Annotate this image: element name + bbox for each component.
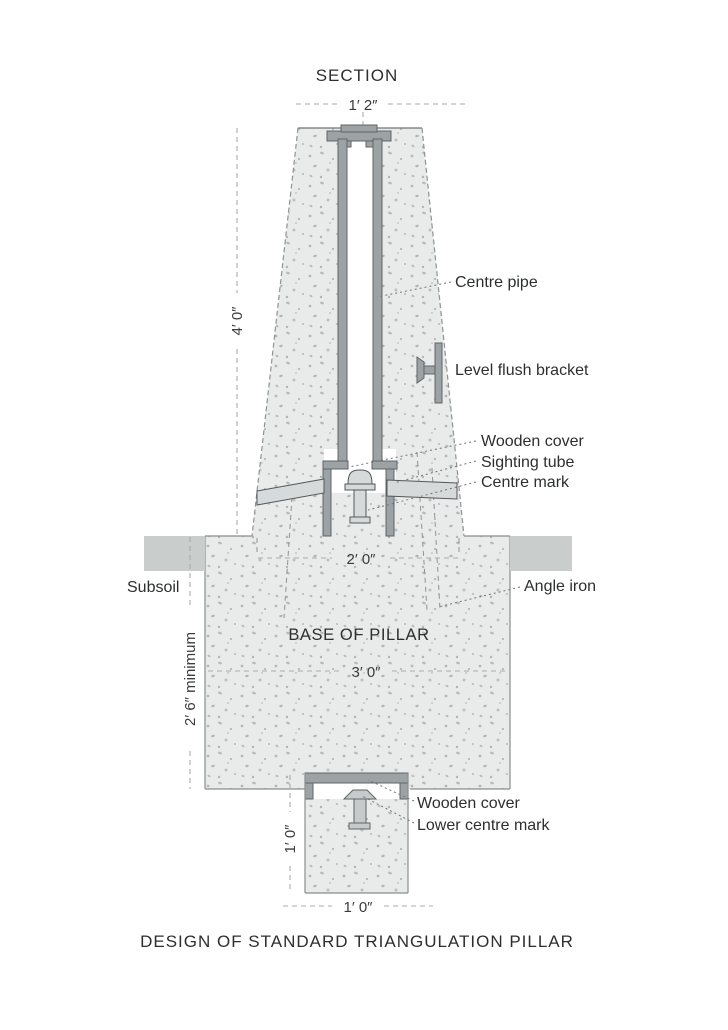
subsoil-label: Subsoil bbox=[127, 579, 179, 596]
dim-foundation-width-text: 3′ 0″ bbox=[352, 664, 382, 681]
lower-wooden-cover-top bbox=[304, 772, 409, 784]
sighting-tube-right bbox=[386, 479, 458, 500]
subsoil-block-left bbox=[144, 536, 205, 571]
lower-centre-mark-label: Lower centre mark bbox=[417, 817, 550, 834]
dim-lower-block-width: 1′ 0″ bbox=[283, 899, 433, 916]
dim-pillar-base-width: 2′ 0″ bbox=[258, 551, 460, 568]
section-title: SECTION bbox=[316, 66, 399, 85]
angle-iron-hidden-lines bbox=[256, 451, 460, 619]
support-bar-left bbox=[322, 468, 332, 537]
centre-mark-leader bbox=[367, 481, 477, 511]
centre-pipe-left-wall bbox=[337, 138, 348, 463]
pipe-interior bbox=[347, 128, 373, 462]
sighting-tube-leader bbox=[393, 460, 477, 484]
dim-lower-block-width-text: 1′ 0″ bbox=[344, 899, 374, 916]
dim-pillar-height-text: 4′ 0″ bbox=[229, 306, 246, 336]
dim-pillar-base-width-text: 2′ 0″ bbox=[347, 551, 377, 568]
dim-foundation-depth-text: 2′ 6″ minimum bbox=[182, 632, 199, 726]
dim-lower-block-height: 1′ 0″ bbox=[282, 775, 299, 892]
dim-lower-block-height-text: 1′ 0″ bbox=[282, 824, 299, 854]
centre-pipe-right-wall bbox=[372, 138, 383, 463]
leader-lines bbox=[348, 281, 521, 824]
angle-iron-label: Angle iron bbox=[524, 578, 596, 595]
dim-pillar-top-width-text: 1′ 2″ bbox=[349, 97, 379, 114]
wooden-cover-lower-label: Wooden cover bbox=[417, 795, 521, 812]
centre-mark-label: Centre mark bbox=[481, 474, 570, 491]
subsoil-block-right bbox=[510, 536, 572, 571]
drawing-title: DESIGN OF STANDARD TRIANGULATION PILLAR bbox=[140, 932, 574, 951]
wooden-cover-upper-label: Wooden cover bbox=[481, 433, 585, 450]
foundation-outline bbox=[204, 535, 511, 790]
wooden-cover-upper-leader bbox=[348, 440, 477, 468]
lower-centre-mark-fitting bbox=[342, 789, 378, 830]
angle-iron-leader bbox=[437, 586, 521, 608]
wooden-cover-left bbox=[322, 460, 349, 470]
centre-pipe-label: Centre pipe bbox=[455, 274, 538, 291]
sighting-tube-left bbox=[256, 478, 325, 506]
pillar-right-edge bbox=[421, 127, 465, 537]
dim-pillar-height: 4′ 0″ bbox=[229, 128, 246, 535]
wooden-cover-lower-leader bbox=[367, 779, 415, 802]
base-of-pillar-label: BASE OF PILLAR bbox=[288, 626, 429, 644]
pillar-left-edge bbox=[251, 127, 299, 537]
level-flush-bracket bbox=[416, 342, 443, 404]
lower-mark-block bbox=[304, 772, 409, 894]
foundation-concrete bbox=[205, 536, 510, 789]
wooden-cover-right bbox=[371, 460, 398, 470]
lower-wooden-cover-left-arm bbox=[304, 782, 314, 800]
sighting-tube-label: Sighting tube bbox=[481, 454, 575, 471]
dim-foundation-depth: 2′ 6″ minimum bbox=[182, 537, 199, 789]
support-bar-right bbox=[385, 468, 395, 537]
centre-pipe-assembly bbox=[256, 124, 458, 537]
dim-foundation-width: 3′ 0″ bbox=[208, 664, 506, 681]
pillar-foundation bbox=[204, 535, 511, 790]
centre-mark-fitting bbox=[344, 469, 376, 524]
level-flush-bracket-label: Level flush bracket bbox=[455, 362, 589, 379]
lower-block-outline bbox=[304, 773, 409, 894]
dim-pillar-top-width: 1′ 2″ bbox=[296, 97, 468, 127]
